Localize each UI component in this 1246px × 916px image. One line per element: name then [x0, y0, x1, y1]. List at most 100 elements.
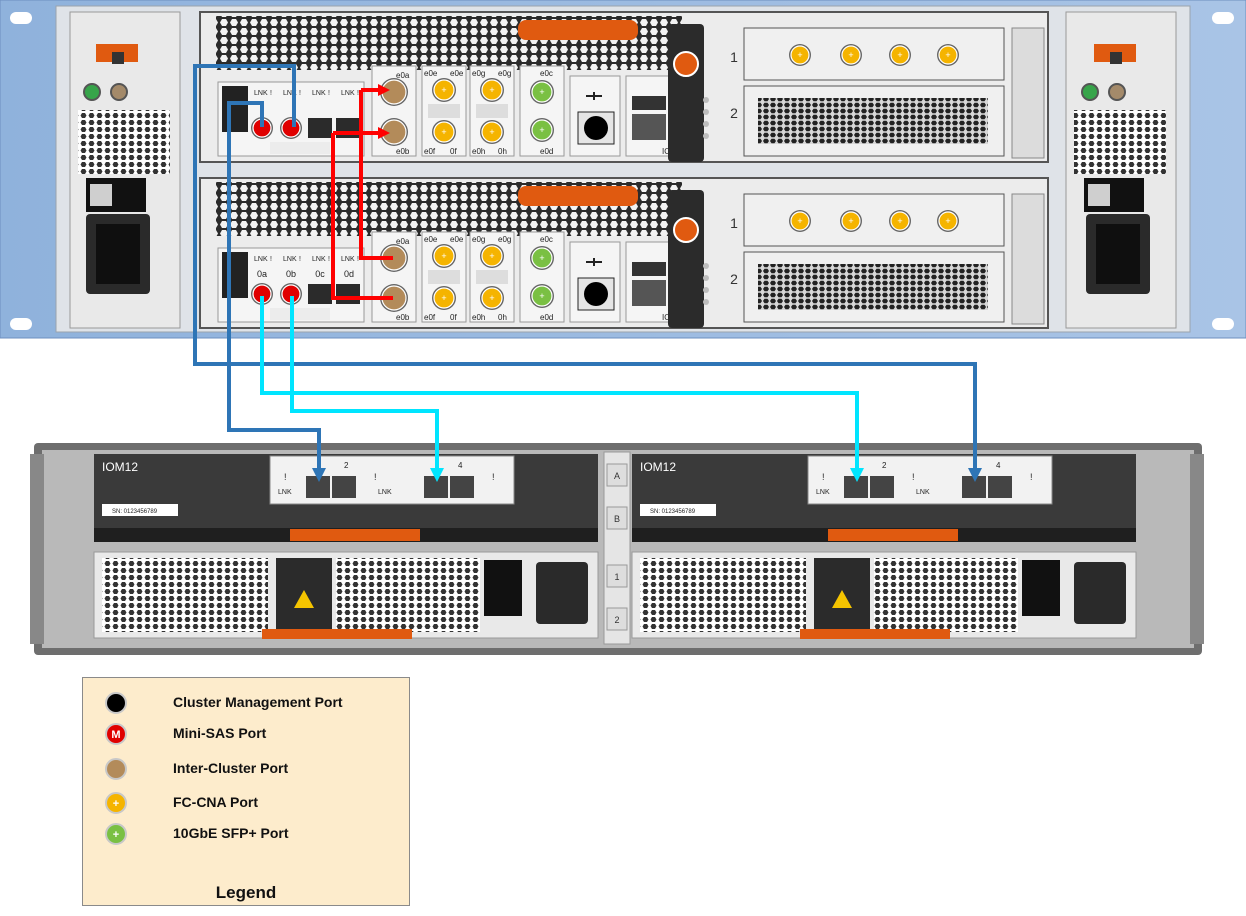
- fc-cna-port[interactable]: +: [480, 78, 504, 102]
- legend-symbol: M: [111, 729, 121, 741]
- iom-handle[interactable]: [828, 529, 958, 541]
- port-symbol: +: [897, 216, 902, 226]
- psu-power-switch[interactable]: [484, 560, 522, 616]
- status-led-icon: [703, 287, 709, 293]
- sas-port[interactable]: [870, 476, 894, 498]
- fc-port-slot1[interactable]: +: [889, 44, 911, 66]
- cable-sas-light: [260, 296, 859, 470]
- mini-sas-port-0a[interactable]: [251, 283, 273, 305]
- psu-power-inlet[interactable]: [536, 562, 588, 624]
- port-label: e0a: [396, 237, 410, 246]
- usb-port[interactable]: [632, 262, 666, 276]
- port-body: [790, 45, 810, 65]
- sas-port[interactable]: [962, 476, 986, 498]
- iom-title: IOM12: [640, 460, 676, 474]
- fc-port-slot1[interactable]: +: [889, 210, 911, 232]
- cable-inter-cluster: [331, 133, 393, 300]
- sas-port[interactable]: [988, 476, 1012, 498]
- rj45-console-port[interactable]: [632, 114, 666, 140]
- status-led-icon: [703, 299, 709, 305]
- status-led-icon: [703, 263, 709, 269]
- port-label: e0h: [472, 147, 485, 156]
- sfp-port-e0c[interactable]: +: [530, 80, 554, 104]
- port-group-number: 4: [996, 461, 1001, 470]
- knob-panel: [668, 190, 704, 328]
- sas-port[interactable]: [332, 476, 356, 498]
- iom-handle[interactable]: [290, 529, 420, 541]
- release-knob-icon[interactable]: [673, 217, 699, 243]
- psu-right: [1065, 11, 1177, 329]
- sas-port-0c[interactable]: [308, 284, 332, 304]
- psu-handle[interactable]: [800, 629, 950, 639]
- port-label: e0d: [540, 147, 553, 156]
- sas-port-0d[interactable]: [336, 284, 360, 304]
- fc-cna-port[interactable]: +: [480, 120, 504, 144]
- usb-port[interactable]: [632, 96, 666, 110]
- mini-sas-port-0b[interactable]: [280, 283, 302, 305]
- warning-icon: [832, 590, 852, 608]
- slot-number: 2: [730, 105, 738, 121]
- cable-arrow-icon: [312, 468, 326, 482]
- mini-sas-port-icon: M: [105, 723, 127, 745]
- fc-port-slot1[interactable]: +: [937, 44, 959, 66]
- fc-cna-port[interactable]: +: [432, 286, 456, 310]
- sas-port[interactable]: [424, 476, 448, 498]
- fc-port-slot1[interactable]: +: [937, 210, 959, 232]
- sfp-port-e0d[interactable]: +: [530, 284, 554, 308]
- fc-cna-port[interactable]: +: [432, 78, 456, 102]
- legend-title: Legend: [215, 883, 277, 902]
- sas-port-label: 0d: [344, 269, 354, 279]
- sas-port-label: 0a: [257, 269, 267, 279]
- cable-arrow-icon: [378, 84, 390, 96]
- port-label: e0d: [540, 313, 553, 322]
- port-body: [890, 45, 910, 65]
- sas-port[interactable]: [844, 476, 868, 498]
- fc-port-slot1[interactable]: +: [840, 210, 862, 232]
- inter-cluster-port-e0a[interactable]: [380, 78, 408, 106]
- sas-port-label: 0b: [286, 269, 296, 279]
- inter-cluster-port-e0b[interactable]: [380, 118, 408, 146]
- fc-cna-port[interactable]: +: [432, 244, 456, 268]
- cluster-management-port[interactable]: [584, 116, 608, 140]
- inter-cluster-port-e0a[interactable]: [380, 244, 408, 272]
- mini-sas-port-0a[interactable]: [251, 117, 273, 139]
- release-knob-icon[interactable]: [673, 51, 699, 77]
- center-tab: [606, 463, 628, 487]
- sas-port-0c[interactable]: [308, 118, 332, 138]
- serial-number: SN: 0123456789: [112, 509, 158, 515]
- fc-cna-port-icon: +: [105, 792, 127, 814]
- rj45-console-port[interactable]: [632, 280, 666, 306]
- status-led-icon: [703, 275, 709, 281]
- psu-left: [69, 11, 181, 329]
- fc-cna-port[interactable]: +: [432, 120, 456, 144]
- legend-label: FC-CNA Port: [173, 794, 259, 810]
- port-symbol: +: [441, 293, 446, 303]
- sas-port[interactable]: [306, 476, 330, 498]
- module-handle[interactable]: [518, 20, 638, 40]
- module-handle[interactable]: [518, 186, 638, 206]
- sfp-port-e0c[interactable]: +: [530, 246, 554, 270]
- psu-power-inlet[interactable]: [1074, 562, 1126, 624]
- port-label: e0f: [424, 313, 436, 322]
- rack-hole: [10, 12, 32, 24]
- sas-port[interactable]: [450, 476, 474, 498]
- fc-port-slot1[interactable]: +: [789, 210, 811, 232]
- psu-led-icon: [110, 83, 128, 101]
- psu-handle[interactable]: [262, 629, 412, 639]
- cluster-management-port[interactable]: [584, 282, 608, 306]
- mini-sas-port-0b[interactable]: [280, 117, 302, 139]
- sas-port-label: 0c: [315, 269, 325, 279]
- fc-cna-port[interactable]: +: [480, 286, 504, 310]
- rack-hole: [10, 318, 32, 330]
- psu-power-switch[interactable]: [1022, 560, 1060, 616]
- serial-tag: [640, 504, 716, 516]
- legend-item: Cluster Management Port: [105, 690, 343, 716]
- lnk-label: LNK: [254, 256, 268, 263]
- fc-port-slot1[interactable]: +: [840, 44, 862, 66]
- wrench-icon: [586, 92, 602, 100]
- fc-port-slot1[interactable]: +: [789, 44, 811, 66]
- sfp-port-e0d[interactable]: +: [530, 118, 554, 142]
- port-body: [531, 81, 553, 103]
- fc-cna-port[interactable]: +: [480, 244, 504, 268]
